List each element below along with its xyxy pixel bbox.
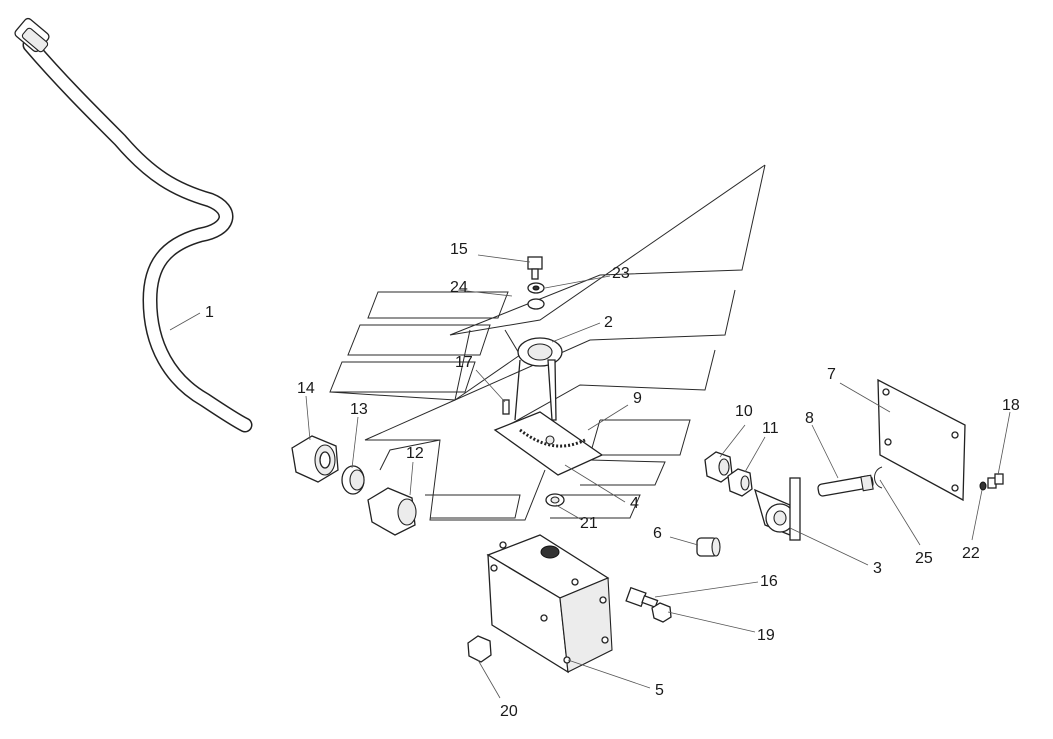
callout-18: 18	[1002, 397, 1020, 414]
callout-13: 13	[350, 401, 368, 418]
hose-part	[14, 17, 253, 433]
bracket-part-2	[514, 337, 563, 421]
nut-part-19	[651, 602, 672, 623]
valve-block-part-5	[486, 534, 613, 674]
callout-11: 11	[762, 420, 779, 437]
cover-plate-part-7	[877, 378, 966, 502]
washer-part-21	[545, 493, 565, 507]
callout-24: 24	[450, 279, 468, 296]
callout-25: 25	[915, 550, 933, 567]
callout-23: 23	[612, 265, 630, 282]
ring-part-13	[341, 465, 365, 495]
callout-3: 3	[873, 560, 882, 577]
bolt-part-16	[625, 586, 659, 608]
callout-14: 14	[297, 380, 315, 397]
callout-2: 2	[604, 314, 613, 331]
washer-part-22	[979, 481, 987, 491]
callout-7: 7	[827, 366, 836, 383]
callout-9: 9	[633, 390, 642, 407]
pin-part-8	[817, 474, 874, 497]
callout-8: 8	[805, 410, 814, 427]
bushing-part-6	[696, 537, 721, 557]
callout-17: 17	[455, 354, 473, 371]
callout-21: 21	[580, 515, 598, 532]
callout-10: 10	[735, 403, 753, 420]
nut-part-20	[467, 635, 492, 663]
callout-labels: 1 2 3 4 5 6 7 8 9 10 11 12 13 14 15 16 1…	[205, 241, 1020, 720]
leader-lines	[169, 254, 1011, 699]
callout-22: 22	[962, 545, 980, 562]
fitting-part-12	[367, 487, 417, 536]
lever-part-3	[753, 477, 801, 541]
nut-part-14	[291, 435, 339, 483]
pin-part-17	[502, 399, 510, 415]
callout-6: 6	[653, 525, 662, 542]
scale-plate-part-9	[493, 411, 604, 476]
screw-part-18	[987, 473, 1004, 489]
callout-15: 15	[450, 241, 468, 258]
callout-20: 20	[500, 703, 518, 720]
callout-16: 16	[760, 573, 778, 590]
callout-12: 12	[406, 445, 424, 462]
bolt-part-15	[527, 256, 543, 280]
clip-part-25	[874, 466, 883, 489]
washer-part-23	[527, 282, 545, 310]
callout-5: 5	[655, 682, 664, 699]
callout-19: 19	[757, 627, 775, 644]
nut-part-11	[727, 468, 753, 497]
callout-1: 1	[205, 304, 214, 321]
callout-4: 4	[630, 495, 639, 512]
